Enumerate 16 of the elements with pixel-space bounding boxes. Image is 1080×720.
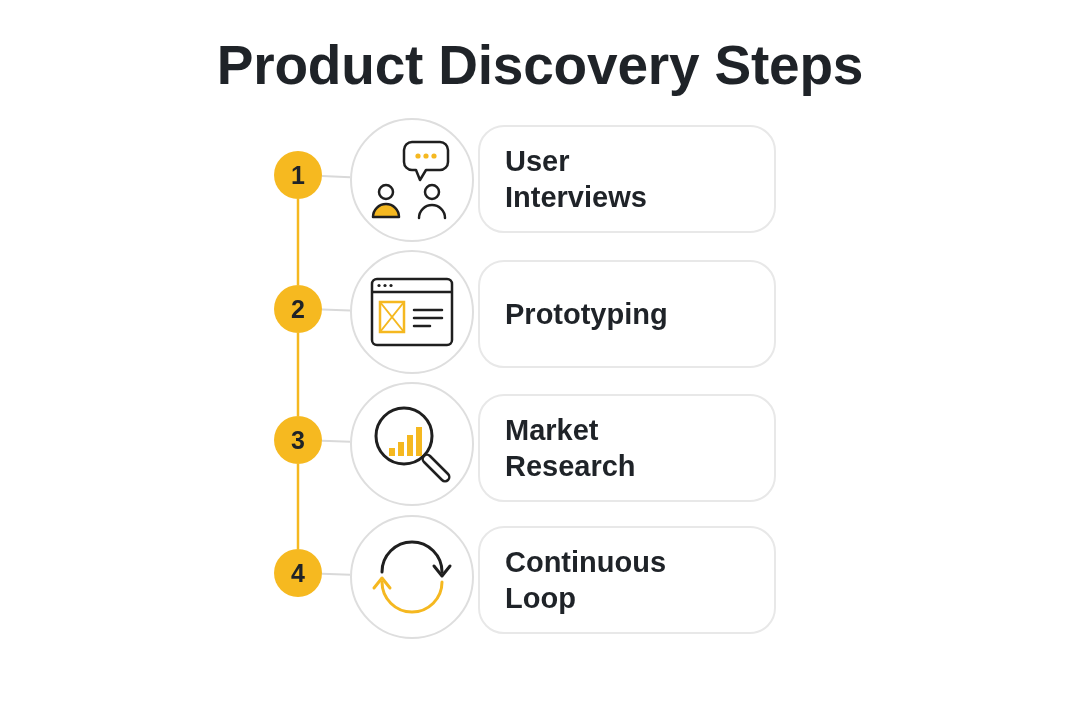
step-number-circle: 1 [274, 151, 322, 199]
step-number-circle: 4 [274, 549, 322, 597]
connector-line [321, 308, 351, 312]
connector-line [321, 439, 351, 443]
connector-line [296, 333, 300, 416]
step-number-circle: 3 [274, 416, 322, 464]
step-title: Continuous Loop [505, 546, 667, 614]
step-title: Market Research [505, 414, 636, 482]
step-title: User Interviews [505, 145, 647, 213]
connector-line [296, 199, 300, 285]
title: Product Discovery Steps [216, 33, 864, 97]
connector-line [296, 464, 300, 549]
step-title: Prototyping [505, 298, 668, 330]
step-number-circle: 2 [274, 285, 322, 333]
connector-line [321, 175, 352, 179]
connector-line [321, 572, 351, 576]
